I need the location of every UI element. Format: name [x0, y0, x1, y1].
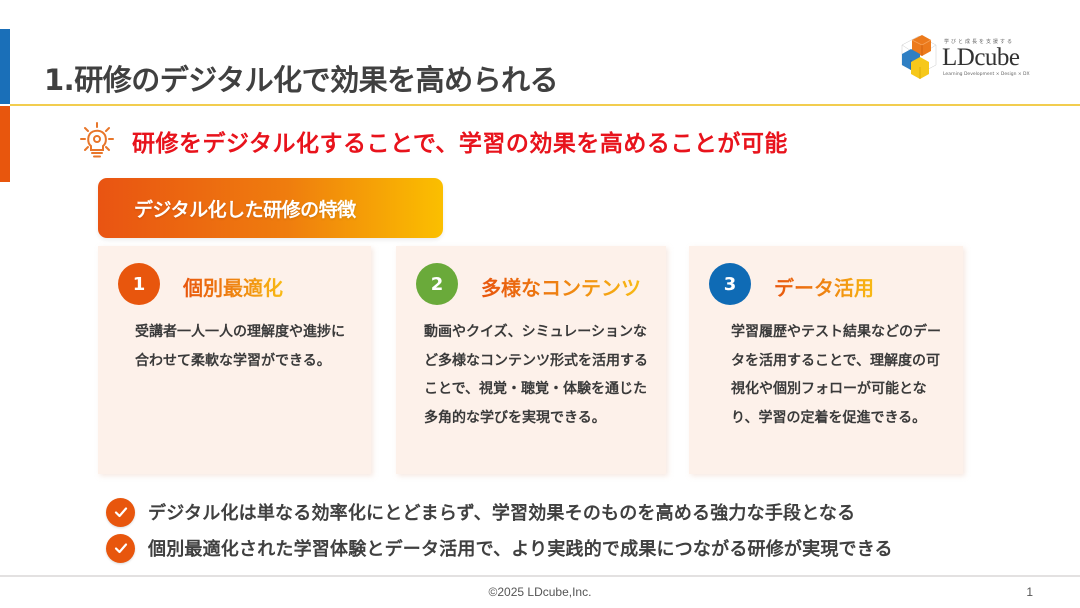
- section-heading: デジタル化した研修の特徴: [98, 178, 443, 238]
- feature-title: データ活用: [774, 272, 874, 301]
- section-heading-label: デジタル化した研修の特徴: [134, 198, 356, 221]
- ldcube-logo: 学びと成長を支援する LDcube Learning Development ×…: [898, 34, 1038, 82]
- bullet-text: 個別最適化された学習体験とデータ活用で、より実践的で成果につながる研修が実現でき…: [148, 539, 893, 560]
- list-item: 個別最適化された学習体験とデータ活用で、より実践的で成果につながる研修が実現でき…: [106, 530, 893, 566]
- logo-subtitle: Learning Development × Design × DX: [943, 72, 1030, 77]
- feature-description: 学習履歴やテスト結果などのデータを活用することで、理解度の可視化や個別フォローが…: [731, 324, 941, 426]
- number-badge: 1: [118, 263, 160, 305]
- check-circle-icon: [106, 497, 135, 527]
- check-circle-icon: [106, 533, 135, 563]
- accent-bar-blue: [0, 29, 10, 104]
- feature-description: 受講者一人一人の理解度や進捗に合わせて柔軟な学習ができる。: [135, 324, 345, 369]
- feature-description: 動画やクイズ、シミュレーションなど多様なコンテンツ形式を活用することで、視覚・聴…: [424, 324, 648, 426]
- lead-statement: 研修をデジタル化することで、学習の効果を高めることが可能: [80, 122, 788, 160]
- copyright: ©2025 LDcube,Inc.: [488, 585, 592, 599]
- lead-text: 研修をデジタル化することで、学習の効果を高めることが可能: [132, 131, 788, 157]
- conclusion-list: デジタル化は単なる効率化にとどまらず、学習効果そのものを高める強力な手段となる …: [106, 494, 893, 566]
- feature-card-personalization: 1 個別最適化 受講者一人一人の理解度や進捗に合わせて柔軟な学習ができる。: [98, 246, 371, 474]
- feature-card-content: 2 多様なコンテンツ 動画やクイズ、シミュレーションなど多様なコンテンツ形式を活…: [396, 246, 666, 474]
- number-badge: 2: [416, 263, 458, 305]
- feature-card-data: 3 データ活用 学習履歴やテスト結果などのデータを活用することで、理解度の可視化…: [689, 246, 963, 474]
- footer-divider: [0, 575, 1080, 577]
- page-title: 1.研修のデジタル化で効果を高められる: [44, 63, 559, 97]
- feature-title: 多様なコンテンツ: [481, 272, 641, 301]
- cube-logo-icon: [901, 35, 937, 79]
- logo-wordmark: LDcube: [942, 44, 1020, 71]
- list-item: デジタル化は単なる効率化にとどまらず、学習効果そのものを高める強力な手段となる: [106, 494, 893, 530]
- bullet-text: デジタル化は単なる効率化にとどまらず、学習効果そのものを高める強力な手段となる: [148, 503, 856, 524]
- feature-title: 個別最適化: [183, 272, 283, 301]
- logo-tagline: 学びと成長を支援する: [944, 39, 1015, 45]
- page-number: 1: [1026, 585, 1033, 599]
- title-divider: [10, 104, 1080, 106]
- lightbulb-icon: [80, 122, 114, 158]
- accent-bar-orange: [0, 106, 10, 182]
- number-badge: 3: [709, 263, 751, 305]
